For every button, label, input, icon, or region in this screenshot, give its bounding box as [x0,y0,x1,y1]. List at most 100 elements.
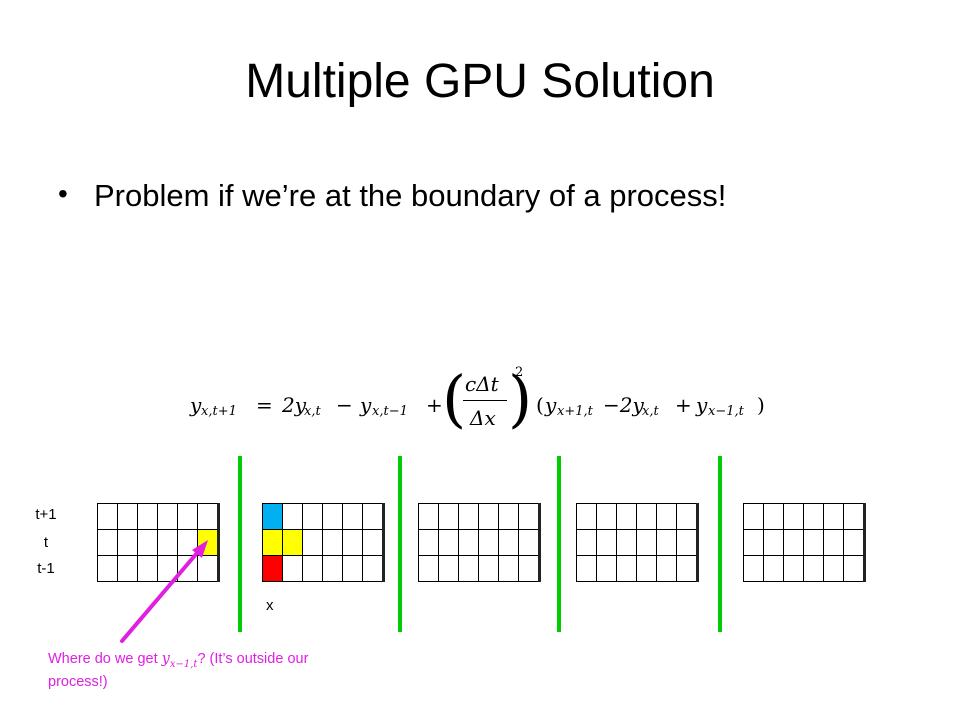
grid-cell [657,530,677,556]
grid-cell [617,556,637,582]
grid-cell [577,530,597,556]
label-x: x [266,597,274,614]
eq-term2: y [360,393,372,417]
grid-cell [804,504,824,530]
grid-cell [617,504,637,530]
process-grid-2 [262,503,383,582]
process-boundary-3 [557,456,561,632]
eq-paren-open: ( [536,393,544,417]
grid-cell [343,504,363,530]
grid-cell [158,504,178,530]
grid-cell [804,556,824,582]
grid-cell [637,530,657,556]
label-t-plus-1: t+1 [35,506,57,523]
bullet-symbol: • [58,178,68,209]
grid-cell [479,504,499,530]
eq-plus2: + [675,393,692,417]
eq-paren-left: ( [442,362,467,435]
grid-cell [118,504,138,530]
grid-cell [744,556,764,582]
eq-lhs-sub: x,t+1 [201,404,237,419]
label-t-minus-1: t-1 [37,560,55,577]
eq-frac-num: cΔt [465,372,499,396]
grid-cell [764,556,784,582]
grid-cell [764,530,784,556]
grid-cell [784,530,804,556]
process-boundary-2 [398,456,402,632]
eq-plus: + [426,393,443,417]
grid-cell [323,530,343,556]
grid-cell [479,556,499,582]
grid-cell [657,556,677,582]
bullet-text: Problem if we’re at the boundary of a pr… [94,178,727,213]
grid-2-edge [382,503,385,582]
grid-cell [459,530,479,556]
grid-cell [657,504,677,530]
arrow-head [192,540,208,558]
process-boundary-1 [238,456,242,632]
grid-cell [577,556,597,582]
eq-term1: 2y [282,393,307,417]
grid-cell [784,504,804,530]
grid-cell [283,504,303,530]
eq-minus: − [336,393,353,417]
caption-after: ? (It’s outside our process!) [48,651,309,691]
caption-var: y [161,651,170,667]
slide-title: Multiple GPU Solution [245,55,715,108]
grid-cell [98,504,118,530]
grid-cell [824,556,844,582]
eq-paren-close: ) [757,393,765,417]
grid-cell [263,556,283,582]
grid-cell [138,530,158,556]
grid-cell [459,556,479,582]
grid-cell [303,530,323,556]
grid-cell [323,504,343,530]
grid-cell [138,556,158,582]
grid-cell [283,530,303,556]
grid-cell [178,556,198,582]
eq-term5-sub: x−1,t [708,404,744,419]
process-boundary-4 [718,456,722,632]
wave-equation: y x,t+1 = 2y x,t − y x,t−1 + ( cΔt Δx ) … [190,360,770,440]
caption-var-sub: x−1,t [169,658,198,670]
grid-cell [343,530,363,556]
eq-equals: = [256,393,273,417]
eq-exponent: 2 [515,365,524,380]
grid-cell [303,556,323,582]
grid-cell [158,530,178,556]
eq-term5: y [696,393,708,417]
grid-cell [98,530,118,556]
grid-cell [118,530,138,556]
grid-cell [263,504,283,530]
eq-term1-sub: x,t [304,404,321,419]
grid-cell [439,504,459,530]
grid-cell [439,556,459,582]
grid-cell [499,556,519,582]
grid-cell [824,530,844,556]
grid-4-edge [696,503,699,582]
caption-before: Where do we get [48,651,162,667]
grid-cell [138,504,158,530]
grid-1-edge [217,503,220,582]
eq-paren-right: ) [508,362,533,435]
grid-cell [459,504,479,530]
grid-cell [323,556,343,582]
caption: Where do we get yx−1,t? (It’s outside ou… [48,649,318,693]
grid-cell [617,530,637,556]
grid-3-edge [538,503,541,582]
grid-cell [499,504,519,530]
process-grid-3 [418,503,539,582]
grid-cell [178,504,198,530]
grid-cell [479,530,499,556]
grid-cell [118,556,138,582]
grid-cell [263,530,283,556]
grid-cell [419,504,439,530]
eq-frac-bar [463,400,507,402]
grid-cell [824,504,844,530]
grid-cell [784,556,804,582]
grid-cell [744,530,764,556]
eq-term3: y [545,393,557,417]
grid-cell [419,530,439,556]
eq-term3-sub: x+1,t [557,404,593,419]
